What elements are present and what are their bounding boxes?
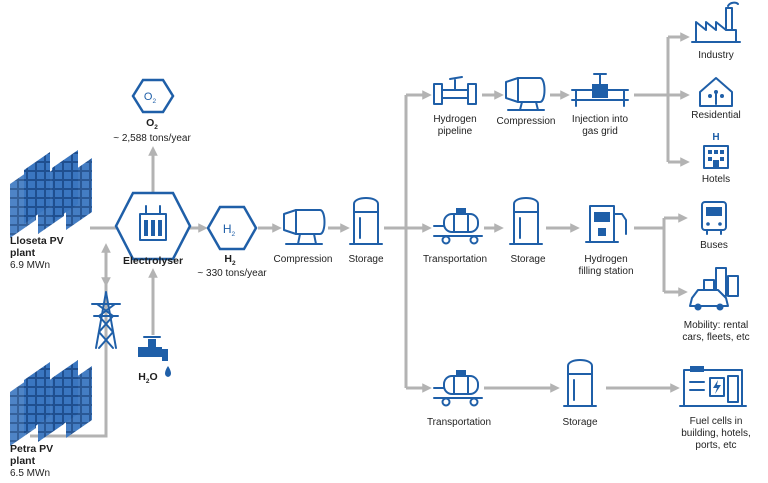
fuelcell-label-2: building, hotels, [681,428,751,439]
storage-tank-icon-bot [563,359,597,407]
oxygen-hex-text: O2 [144,91,157,105]
station-label-1: Hydrogen [584,254,627,265]
hotels-label: Hotels [702,174,730,185]
solar-panel-icon-petra [10,360,92,446]
petra-title-2: plant [10,455,36,467]
transmission-tower-icon [91,291,121,349]
water-tap-icon [138,336,171,377]
electrolyser-icon [114,191,192,261]
transport-trailer-icon-mid [433,208,483,245]
injection-label-1: Injection into [572,114,629,125]
storage-tank-icon-main [349,197,383,245]
station-label-2: filling station [578,266,633,277]
fuel-cell-building-icon [679,366,747,407]
mid-storage-label: Storage [510,254,545,265]
factory-icon [691,1,741,43]
residential-label: Residential [691,110,740,121]
petra-capacity: 6.5 MWn [10,468,50,479]
gas-grid-injection-icon [571,73,629,107]
oxygen-amount: ~ 2,588 tons/year [113,133,191,144]
pipeline-label-2: pipeline [438,126,473,137]
fuelcell-label-3: ports, etc [695,440,736,451]
bot-transport-label: Transportation [427,417,491,428]
bot-storage-label: Storage [562,417,597,428]
house-icon [699,77,733,107]
svg-text:H: H [712,132,719,143]
pipeline-valve-icon [433,76,477,105]
top-compression-label: Compression [497,116,556,127]
water-label: H2O [138,371,157,385]
hydrogen-hex-text: H2 [223,222,236,238]
injection-label-2: gas grid [582,126,618,137]
electric-car-city-icon [689,267,739,311]
industry-label: Industry [698,50,734,61]
filling-station-icon [585,205,627,243]
main-storage-label: Storage [348,254,383,265]
hydrogen-amount: ~ 330 tons/year [197,268,267,279]
petra-title-1: Petra PV [10,443,53,455]
pipeline-label-1: Hydrogen [433,114,476,125]
mobility-label-1: Mobility: rental [684,320,748,331]
compressor-icon-top [505,77,546,111]
lloseta-capacity: 6.9 MWn [10,260,50,271]
transport-trailer-icon-bot [433,370,483,407]
hotel-icon: H [703,132,729,169]
lloseta-title-2: plant [10,247,36,259]
fuelcell-label-1: Fuel cells in [690,416,743,427]
hydrogen-icon: H2 [206,205,258,251]
solar-panel-icon-lloseta [10,150,92,238]
hydrogen-label: H2 [224,253,236,267]
buses-label: Buses [700,240,728,251]
bus-icon [701,201,727,235]
mobility-label-2: cars, fleets, etc [682,332,749,343]
oxygen-icon: O2 [131,78,175,114]
electrolyser-label: Electrolyser [123,255,183,267]
oxygen-label: O2 [146,117,158,131]
mid-transport-label: Transportation [423,254,487,265]
lloseta-title-1: Lloseta PV [10,235,64,247]
main-compression-label: Compression [274,254,333,265]
storage-tank-icon-mid [509,197,543,245]
compressor-icon-main [283,209,326,245]
